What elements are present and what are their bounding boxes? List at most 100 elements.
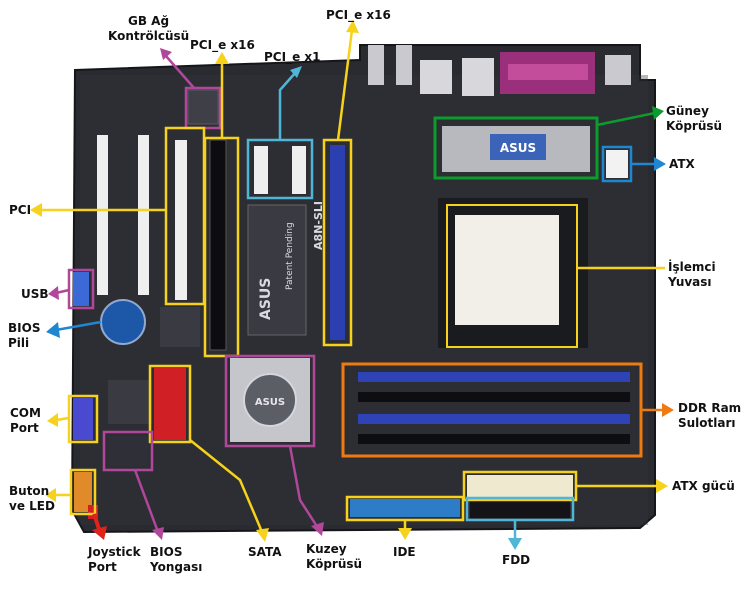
fdd-box [465, 496, 575, 522]
buton-arrowhead [45, 488, 56, 502]
label-islemci: İşlemci Yuvası [668, 260, 716, 290]
label-joystick-line1: Joystick [88, 545, 141, 559]
label-com: COM Port [10, 406, 41, 436]
buton-box [69, 468, 97, 516]
com-arrowhead [47, 413, 58, 427]
ddr-slot-4 [358, 434, 630, 444]
bios-yongasi-arrowhead [152, 527, 164, 540]
ddr-slot-3 [358, 414, 630, 424]
northbridge-fan-hub [243, 373, 297, 427]
ide-connector [350, 499, 460, 517]
front-panel-header [74, 472, 92, 512]
pci-arrowhead [30, 203, 42, 217]
southbridge-logo-plate [490, 134, 546, 160]
parallel-port-inner [508, 64, 588, 80]
slot-text: Patent Pending [285, 222, 295, 290]
joystick-header [88, 505, 98, 519]
label-atx-gucu: ATX gücü [672, 479, 735, 493]
atx-power-connector [467, 475, 573, 497]
pcie-x1-arrow [278, 71, 297, 140]
ide-arrowhead [398, 528, 412, 540]
kuzey-arrow [288, 445, 320, 529]
sata-box [148, 364, 192, 444]
label-ddr: DDR Ram Sulotları [678, 401, 741, 431]
southbridge-logo: ASUS [500, 141, 536, 155]
label-bios-pili-line2: Pili [8, 336, 30, 350]
guney-arrow [596, 111, 656, 127]
label-kuzey: Kuzey Köprüsü [306, 542, 362, 572]
ddr-arrowhead [662, 403, 674, 417]
label-com-line1: COM [10, 406, 41, 420]
guney-box [433, 116, 599, 180]
pci-slot-1 [97, 135, 108, 295]
atx-4pin-connector [606, 150, 628, 178]
atx-gucu-arrowhead [656, 479, 668, 493]
arrowheads [30, 20, 674, 550]
usb-arrowhead [48, 286, 59, 300]
label-joystick: Joystick Port [88, 545, 141, 575]
pcie-x1-arrowhead [290, 66, 302, 78]
label-gb-lan-line2: Kontrölcüsü [108, 29, 190, 43]
label-bios-pili-line1: BIOS [8, 321, 41, 335]
northbridge-logo: ASUS [255, 397, 285, 408]
board-model-text: A8N-SLI [312, 201, 325, 250]
pcie-x16-right-box [322, 138, 353, 347]
com-header [73, 398, 93, 440]
label-gb-lan: GB Ağ Kontrölcüsü [108, 14, 189, 44]
rear-io-audio [605, 55, 631, 85]
label-bios-yongasi-line1: BIOS [150, 545, 183, 559]
pci-slot-3 [175, 140, 187, 300]
label-kuzey-line2: Köprüsü [306, 557, 363, 571]
io-chip-2 [108, 380, 152, 424]
bios-chip [108, 436, 148, 466]
bios-pili-arrowhead [46, 322, 60, 338]
pcie-x16-left-arrowhead [215, 52, 229, 64]
com-arrow [55, 416, 70, 422]
pcie-x16-top-arrow [336, 29, 354, 141]
cpu-socket [455, 215, 559, 325]
label-pcie-x1: PCI_e x1 [264, 50, 321, 64]
label-ddr-line2: Sulotları [678, 416, 736, 430]
pcie-x16-slot-left [209, 139, 227, 351]
bios-yongasi-box [102, 430, 154, 472]
gb-lan-chip [187, 89, 219, 125]
label-guney: Güney Köprüsü [666, 104, 722, 134]
label-pcie-x16-left: PCI_e x16 [190, 38, 255, 52]
label-pci: PCI [9, 203, 32, 217]
sli-card [247, 204, 307, 336]
board-brand-text: ASUS [258, 278, 274, 320]
label-ddr-line1: DDR Ram [678, 401, 742, 415]
rear-io-lan-2 [462, 58, 494, 96]
io-chip [160, 307, 200, 347]
pcie-x16-slot-right [330, 145, 345, 340]
usb-box [67, 268, 95, 310]
label-islemci-line2: Yuvası [668, 275, 712, 289]
label-usb: USB [21, 287, 49, 301]
ddr-slot-2 [358, 392, 630, 402]
guney-arrowhead [652, 106, 664, 120]
label-guney-line1: Güney [666, 104, 709, 118]
bios-pili-arrow [55, 320, 102, 332]
label-buton-line1: Buton [9, 484, 50, 498]
label-ide: IDE [393, 545, 416, 559]
gb-lan-arrowhead [160, 48, 172, 60]
bios-battery [100, 299, 146, 345]
usb-header [73, 272, 89, 306]
fdd-arrowhead [508, 538, 522, 550]
label-atx: ATX [669, 157, 695, 171]
label-islemci-line1: İşlemci [668, 260, 716, 274]
label-sata: SATA [248, 545, 282, 559]
sata-connectors [154, 368, 186, 440]
label-bios-yongasi-line2: Yongası [150, 560, 203, 574]
label-fdd: FDD [502, 553, 531, 567]
label-gb-lan-line1: GB Ağ [128, 14, 170, 28]
rear-io-usb [368, 45, 384, 85]
bios-yongasi-arrow [133, 469, 160, 533]
sata-arrowhead [256, 528, 269, 542]
fdd-connector [470, 500, 570, 518]
label-kuzey-line1: Kuzey [306, 542, 347, 556]
label-bios-yongasi: BIOS Yongası [150, 545, 202, 575]
pcie-x1-slot-1 [254, 146, 268, 194]
label-com-line2: Port [10, 421, 39, 435]
